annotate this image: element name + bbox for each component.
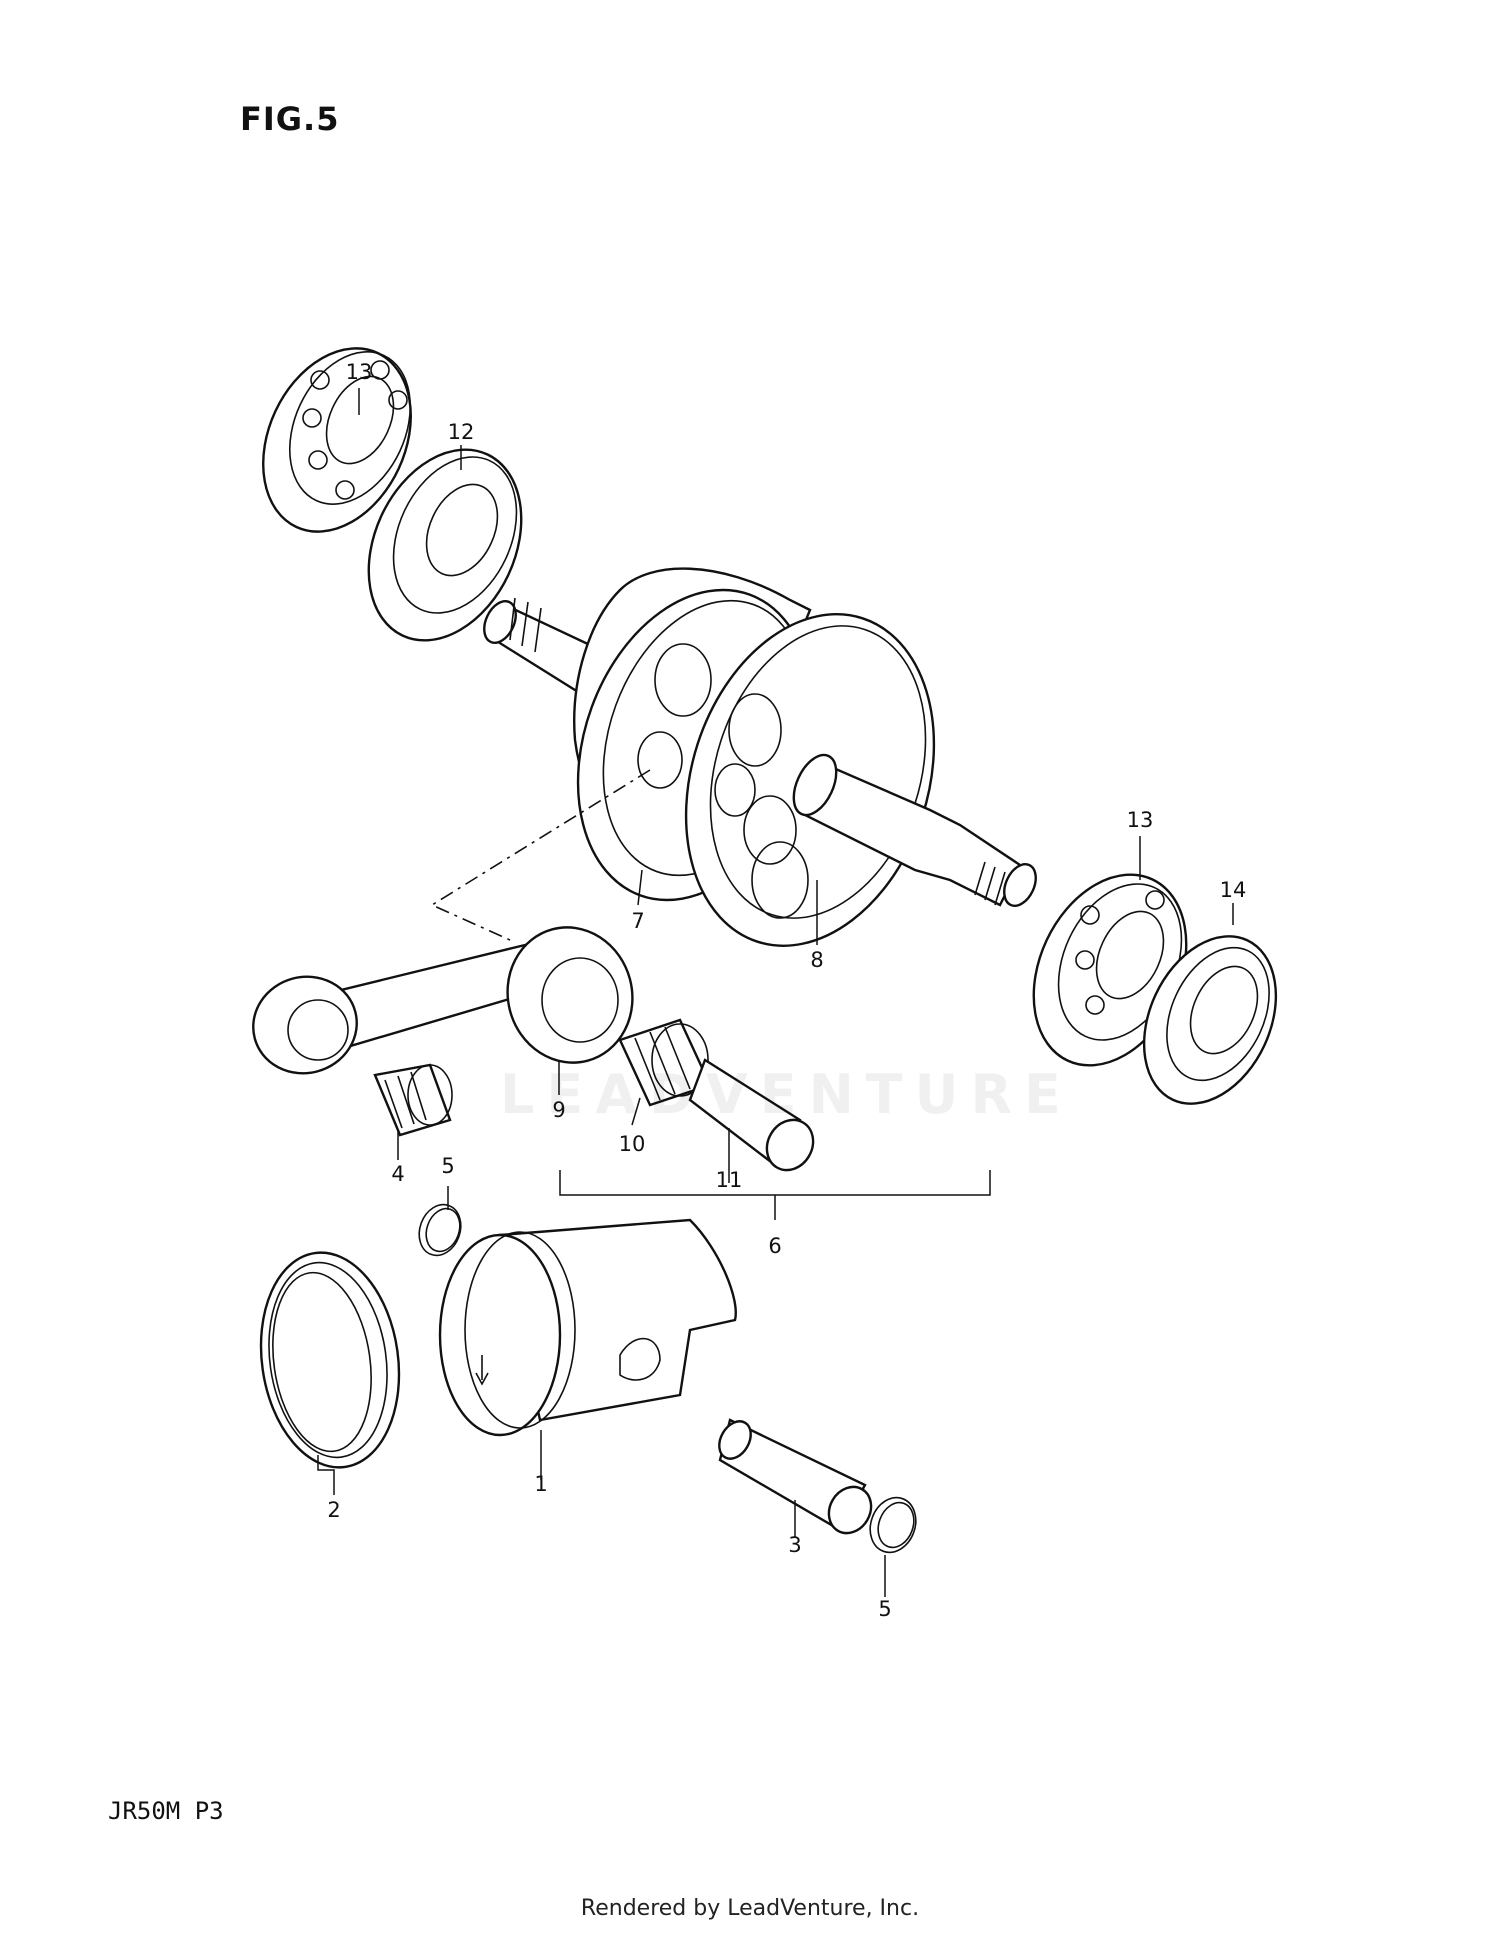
watermark: LEADVENTURE [500,1063,1073,1126]
crank-pin-part-11 [688,1058,815,1172]
kit-bracket-part-6 [559,1170,991,1196]
callout-9: 9 [552,1098,566,1122]
model-code: JR50M P3 [108,1797,224,1825]
callout-7: 7 [631,909,645,933]
callout-13-lower: 13 [1126,808,1154,832]
callout-12: 12 [447,420,475,444]
callout-3: 3 [788,1533,802,1557]
piston-part-1 [438,1218,737,1437]
footer-credit: Rendered by LeadVenture, Inc. [580,1896,920,1921]
leader-lines [317,388,1234,1597]
callout-5-lower: 5 [878,1597,892,1621]
figure-title: FIG.5 [240,100,340,138]
oil-seal-part-12 [367,448,523,642]
callout-4: 4 [391,1162,405,1186]
circlip-part-5-lower [869,1496,917,1554]
callout-1: 1 [534,1472,548,1496]
callout-11: 11 [715,1168,743,1192]
callout-8: 8 [810,948,824,972]
callout-14: 14 [1219,878,1247,902]
callout-6: 6 [768,1234,782,1258]
callout-5-upper: 5 [441,1154,455,1178]
connecting-rod-part-9 [252,926,634,1075]
callout-10: 10 [618,1132,646,1156]
piston-pin-part-3 [718,1418,873,1535]
callout-13-upper: 13 [345,360,373,384]
crankshaft-right-shaft [792,753,1037,907]
piston-rings-part-2 [259,1251,401,1469]
callout-2: 2 [327,1498,341,1522]
upper-bearing-part-13 [262,347,412,533]
oil-seal-part-14 [1142,935,1278,1105]
circlip-part-5-upper [418,1203,462,1257]
needle-bearing-part-4 [373,1063,453,1137]
